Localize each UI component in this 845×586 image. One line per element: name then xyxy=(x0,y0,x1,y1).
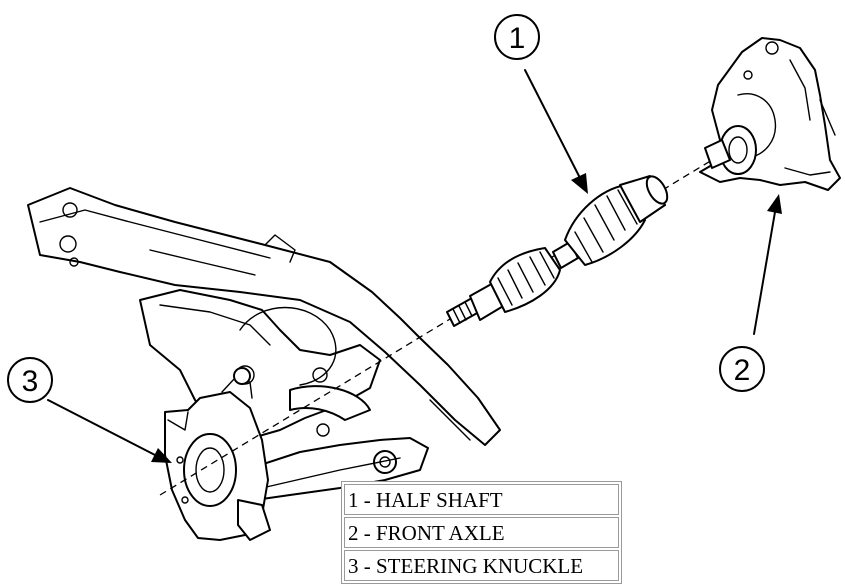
legend-item-half-shaft: 1 - HALF SHAFT xyxy=(344,484,619,515)
callout-3-circle xyxy=(7,357,53,403)
callout-1-circle xyxy=(494,14,540,60)
frame-rail xyxy=(27,187,501,446)
callout-3-number: 3 xyxy=(22,365,39,398)
callout-2: 2 xyxy=(719,194,782,392)
callout-2-number: 2 xyxy=(734,354,751,387)
legend-row: 3 - STEERING KNUCKLE xyxy=(344,550,619,581)
callout-2-circle xyxy=(719,346,765,392)
callout-2-arrowhead xyxy=(767,194,782,214)
front-axle xyxy=(699,37,841,191)
callout-1-number: 1 xyxy=(509,22,526,55)
legend-item-steering-knuckle: 3 - STEERING KNUCKLE xyxy=(344,550,619,581)
callout-2-leader xyxy=(753,211,776,335)
legend-row: 2 - FRONT AXLE xyxy=(344,517,619,548)
legend-row: 1 - HALF SHAFT xyxy=(344,484,619,515)
callout-3-arrowhead xyxy=(151,448,172,463)
legend-table: 1 - HALF SHAFT 2 - FRONT AXLE 3 - STEERI… xyxy=(341,481,622,584)
steering-knuckle xyxy=(164,367,271,541)
legend-item-front-axle: 2 - FRONT AXLE xyxy=(344,517,619,548)
callout-1-leader xyxy=(524,69,581,179)
callout-3: 3 xyxy=(7,357,172,463)
callout-1-arrowhead xyxy=(571,173,588,194)
callout-1: 1 xyxy=(494,14,588,194)
callout-3-leader xyxy=(47,399,156,456)
half-shaft xyxy=(446,175,669,327)
